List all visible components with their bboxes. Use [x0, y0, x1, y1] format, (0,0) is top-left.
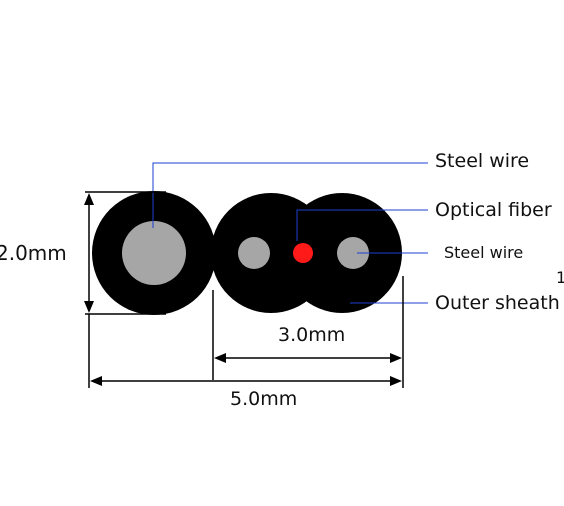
leader-line-steel-wire-top [152, 162, 428, 228]
label-steel-wire-top: Steel wire [435, 150, 529, 172]
dimension-total-width: 5.0mm [230, 388, 297, 410]
outer-sheath-body [211, 185, 402, 321]
edge-mark: 1 [556, 268, 564, 287]
dimension-inner-width: 3.0mm [278, 324, 345, 346]
total-width-arrow-right [390, 376, 402, 386]
label-optical-fiber: Optical fiber [435, 199, 552, 221]
dimension-height: 2.0mm [0, 241, 67, 265]
inner-width-arrow-right [390, 353, 402, 363]
height-arrow-top [84, 193, 94, 205]
steel-wire-right-small [337, 237, 369, 269]
optical-fiber-core [293, 243, 313, 263]
label-steel-wire-right: Steel wire [444, 243, 523, 262]
steel-wire-left-small [238, 237, 270, 269]
inner-width-arrow-left [214, 353, 226, 363]
label-outer-sheath: Outer sheath [435, 292, 560, 314]
leader-line-optical-fiber [296, 209, 428, 241]
steel-wire-large [122, 221, 186, 285]
height-arrow-bottom [84, 301, 94, 313]
total-width-arrow-left [90, 376, 102, 386]
